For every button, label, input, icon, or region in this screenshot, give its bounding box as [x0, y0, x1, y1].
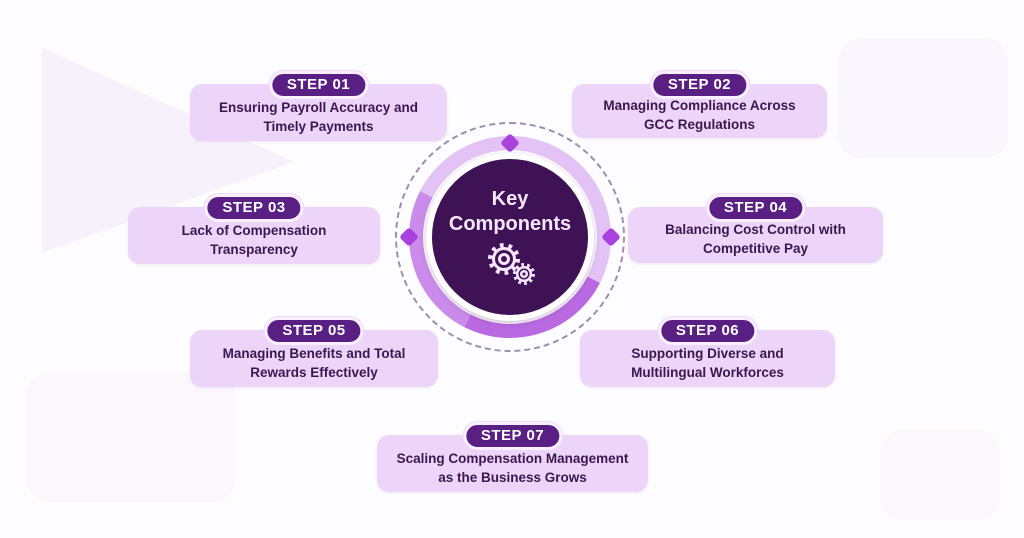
step-02-line2: GCC Regulations: [643, 117, 755, 132]
central-hub: Key Components: [382, 109, 638, 365]
step-02-text: Managing Compliance Across GCC Regulatio…: [603, 96, 795, 134]
step-06-badge: STEP 06: [657, 317, 758, 345]
step-07-line2: as the Business Grows: [438, 469, 587, 485]
step-05-text: Managing Benefits and Total Rewards Effe…: [223, 344, 406, 382]
step-05-card: STEP 05 Managing Benefits and Total Rewa…: [190, 317, 438, 387]
step-01-line2: Timely Payments: [263, 118, 374, 134]
step-05-line1: Managing Benefits and Total: [222, 345, 406, 361]
step-02-line1: Managing Compliance Across: [603, 98, 796, 113]
step-03-text: Lack of Compensation Transparency: [182, 221, 327, 259]
step-01-badge: STEP 01: [268, 71, 369, 99]
hub-title-line1: Key: [491, 188, 529, 210]
step-05-badge: STEP 05: [264, 317, 364, 345]
step-04-line1: Balancing Cost Control with: [665, 222, 846, 237]
step-02-card: STEP 02 Managing Compliance Across GCC R…: [572, 71, 827, 138]
step-06-text: Supporting Diverse and Multilingual Work…: [631, 344, 784, 382]
background-blob-bottom-left: [26, 372, 236, 502]
step-05-line2: Rewards Effectively: [250, 364, 378, 380]
hub-title-line2: Components: [448, 213, 572, 235]
step-02-badge: STEP 02: [649, 71, 750, 99]
step-04-badge: STEP 04: [705, 194, 806, 222]
step-07-text: Scaling Compensation Management as the B…: [397, 449, 629, 487]
step-03-line2: Transparency: [210, 241, 298, 257]
step-06-line1: Supporting Diverse and: [631, 345, 784, 361]
background-blob-bottom-right: [880, 430, 1000, 520]
step-04-card: STEP 04 Balancing Cost Control with Comp…: [628, 194, 883, 263]
step-04-text: Balancing Cost Control with Competitive …: [665, 220, 846, 258]
step-06-card: STEP 06 Supporting Diverse and Multiling…: [580, 317, 835, 387]
hub-disc: Key Components: [426, 153, 594, 321]
step-01-line1: Ensuring Payroll Accuracy and: [218, 99, 419, 115]
step-01-card: STEP 01 Ensuring Payroll Accuracy and Ti…: [190, 71, 447, 141]
step-04-line2: Competitive Pay: [702, 241, 809, 256]
step-01-text: Ensuring Payroll Accuracy and Timely Pay…: [219, 98, 418, 136]
step-03-card: STEP 03 Lack of Compensation Transparenc…: [128, 194, 380, 264]
gears-icon: [488, 243, 535, 285]
hub-title: Key Components: [449, 187, 571, 237]
step-06-line2: Multilingual Workforces: [631, 364, 784, 380]
step-07-line1: Scaling Compensation Management: [396, 450, 629, 466]
background-blob-top-right: [838, 38, 1008, 158]
step-07-badge: STEP 07: [462, 422, 563, 450]
hub-dashed-circle: [395, 122, 625, 352]
step-03-badge: STEP 03: [204, 194, 304, 222]
step-03-line1: Lack of Compensation: [181, 222, 327, 238]
step-07-card: STEP 07 Scaling Compensation Management …: [377, 422, 648, 492]
